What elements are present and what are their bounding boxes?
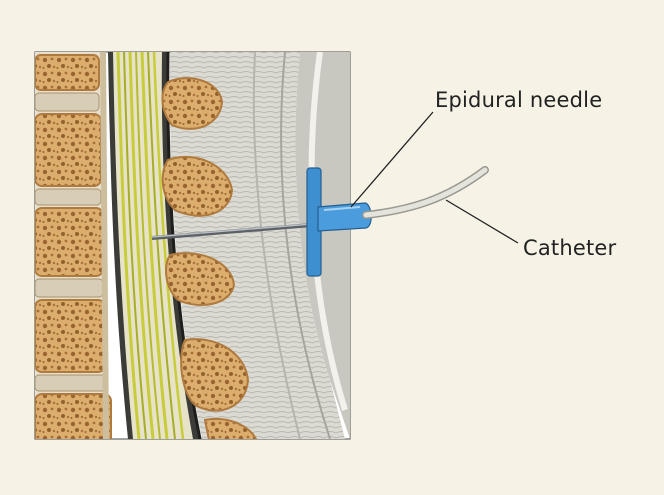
spinal-cord-and-nerves: [108, 52, 202, 439]
catheter-leader-line: [445, 199, 519, 244]
catheter-tube: [362, 166, 489, 219]
vertebral-bodies: [35, 52, 112, 439]
catheter-label: Catheter: [523, 236, 617, 260]
needle-leader-line: [350, 111, 434, 208]
epidural-needle-label: Epidural needle: [435, 88, 603, 112]
spinous-processes: [161, 77, 258, 439]
